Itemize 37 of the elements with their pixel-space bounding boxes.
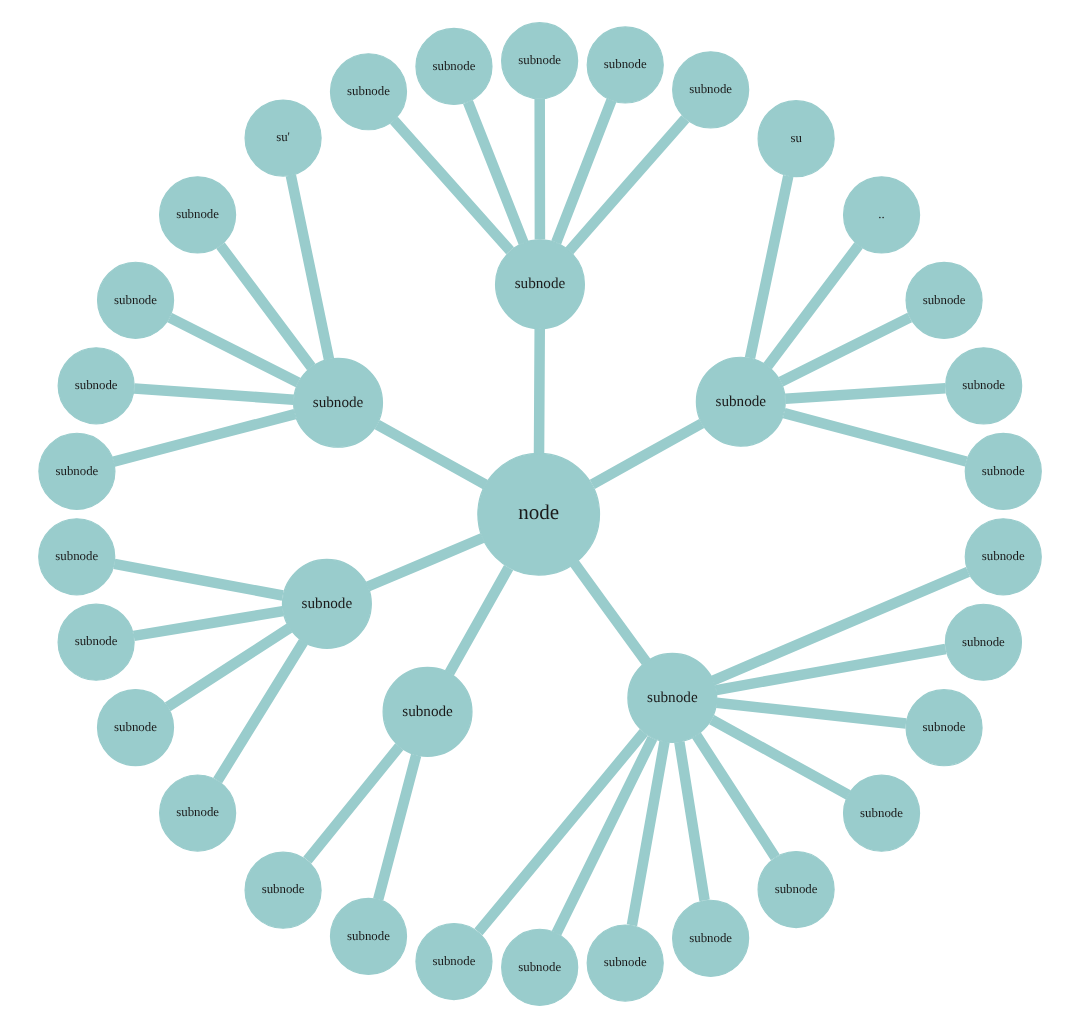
node-circle: node [477, 451, 601, 575]
connector [374, 418, 488, 489]
connector [132, 604, 284, 641]
connector [589, 417, 705, 488]
connector [365, 532, 485, 591]
connector [565, 114, 690, 254]
connector [113, 557, 284, 600]
connector [570, 559, 651, 665]
connector [112, 408, 297, 466]
connector [373, 752, 422, 900]
connector [674, 740, 710, 901]
connector [167, 311, 301, 387]
connector [551, 734, 658, 935]
connector [213, 637, 308, 783]
connector [389, 115, 515, 254]
connector [533, 327, 545, 453]
connector [711, 565, 971, 685]
connector [444, 564, 514, 675]
connector [715, 642, 947, 695]
connector [285, 173, 335, 360]
connector [744, 174, 794, 359]
connector [692, 731, 780, 860]
connector [216, 241, 316, 370]
connector [534, 98, 546, 239]
connector [551, 97, 617, 244]
connector [303, 742, 404, 863]
connector [716, 696, 907, 728]
connector [785, 382, 946, 404]
connector [709, 714, 851, 799]
connector [763, 241, 863, 369]
connector [626, 739, 670, 926]
connector [782, 407, 968, 466]
connector [133, 382, 295, 404]
connector [778, 311, 913, 386]
connector [474, 728, 648, 935]
connector [164, 622, 293, 711]
connector [463, 99, 529, 244]
